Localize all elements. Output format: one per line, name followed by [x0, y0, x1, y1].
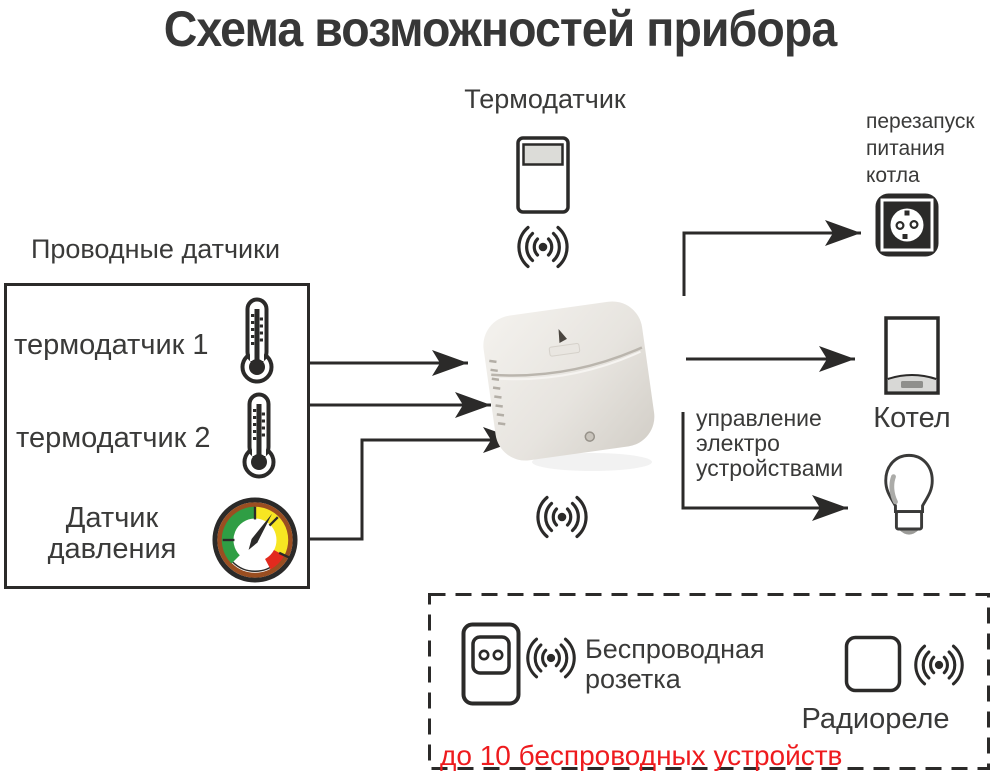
boiler-restart-label: перезапуск питания котла: [866, 110, 975, 187]
thermo-sensor-device-icon: [516, 136, 570, 214]
wireless-signal-icon: [526, 637, 576, 679]
wireless-signal-icon: [517, 225, 569, 269]
thermometer-icon: [240, 297, 274, 384]
light-bulb-icon: [884, 453, 934, 535]
wired-sensors-title: Проводные датчики: [30, 234, 281, 264]
thermo1-label: термодатчик 1: [14, 329, 209, 361]
main-device-photo: [483, 301, 655, 471]
thermo2-label: термодатчик 2: [16, 422, 211, 454]
wireless-socket-icon: [461, 622, 521, 706]
wireless-signal-icon: [914, 644, 964, 686]
pressure-sensor-label: Датчик давления: [47, 502, 177, 565]
boiler-label: Котел: [873, 402, 951, 434]
radio-relay-icon: [844, 635, 902, 693]
page-title: Схема возможностей прибора: [163, 1, 837, 57]
boiler-icon: [884, 316, 940, 395]
wireless-limit-note: до 10 беспроводных устройств: [440, 740, 843, 771]
pressure-gauge-icon: [212, 497, 298, 583]
wireless-devices-dashed-frame: [428, 593, 990, 770]
power-socket-icon: [875, 193, 939, 257]
control-note-label: управление электро устройствами: [696, 405, 844, 481]
thermometer-icon: [242, 392, 276, 479]
radio-relay-label: Радиореле: [801, 703, 950, 735]
wireless-socket-label: Беспроводная розетка: [585, 634, 765, 694]
wireless-signal-icon: [536, 495, 588, 539]
thermo-sensor-label: Термодатчик: [464, 84, 626, 114]
